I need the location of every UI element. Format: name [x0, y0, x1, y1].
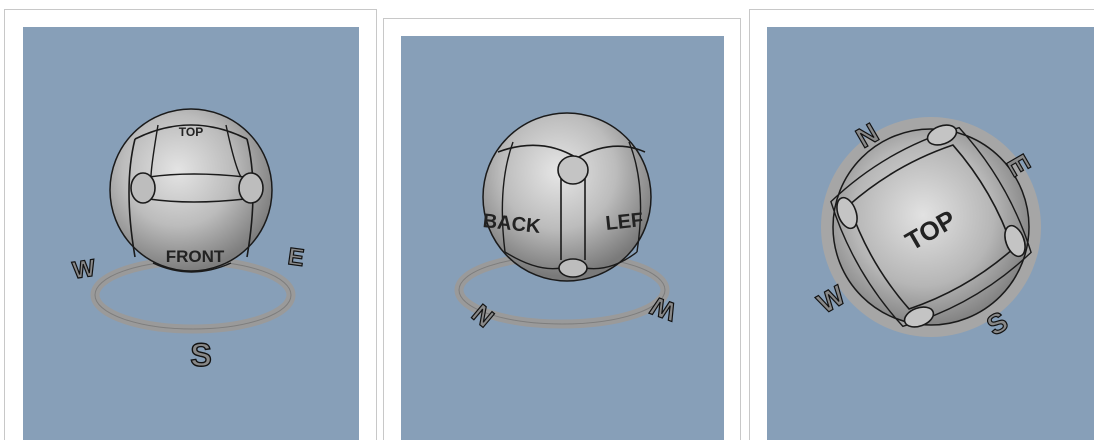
viewport-front: TOP FRONT W E S [23, 27, 359, 440]
viewport-top: TOP N E W S [767, 27, 1094, 440]
viewport-back: BACK LEF N W [401, 36, 724, 440]
viewcube-panel-back: BACK LEF N W [383, 18, 741, 440]
compass-east[interactable]: E [286, 243, 306, 272]
face-label-top[interactable]: TOP [179, 125, 203, 139]
viewcube-panel-top: TOP N E W S [749, 9, 1094, 440]
corner-front-left[interactable] [131, 173, 155, 203]
corner-top[interactable] [558, 156, 588, 184]
viewcube-sphere[interactable] [483, 113, 651, 281]
corner-front-right[interactable] [239, 173, 263, 203]
viewcube-widget-front[interactable]: TOP FRONT W E S [23, 27, 359, 440]
viewcube-widget-back[interactable]: BACK LEF N W [401, 36, 724, 440]
compass-west[interactable]: W [646, 291, 680, 328]
compass-south[interactable]: S [190, 337, 211, 373]
viewcube-panel-front: TOP FRONT W E S [4, 9, 377, 440]
corner-bottom[interactable] [559, 259, 587, 277]
face-label-front[interactable]: FRONT [166, 247, 225, 266]
viewcube-widget-top[interactable]: TOP N E W S [767, 27, 1094, 440]
compass-west[interactable]: W [71, 255, 98, 285]
face-label-left[interactable]: LEF [604, 209, 644, 235]
